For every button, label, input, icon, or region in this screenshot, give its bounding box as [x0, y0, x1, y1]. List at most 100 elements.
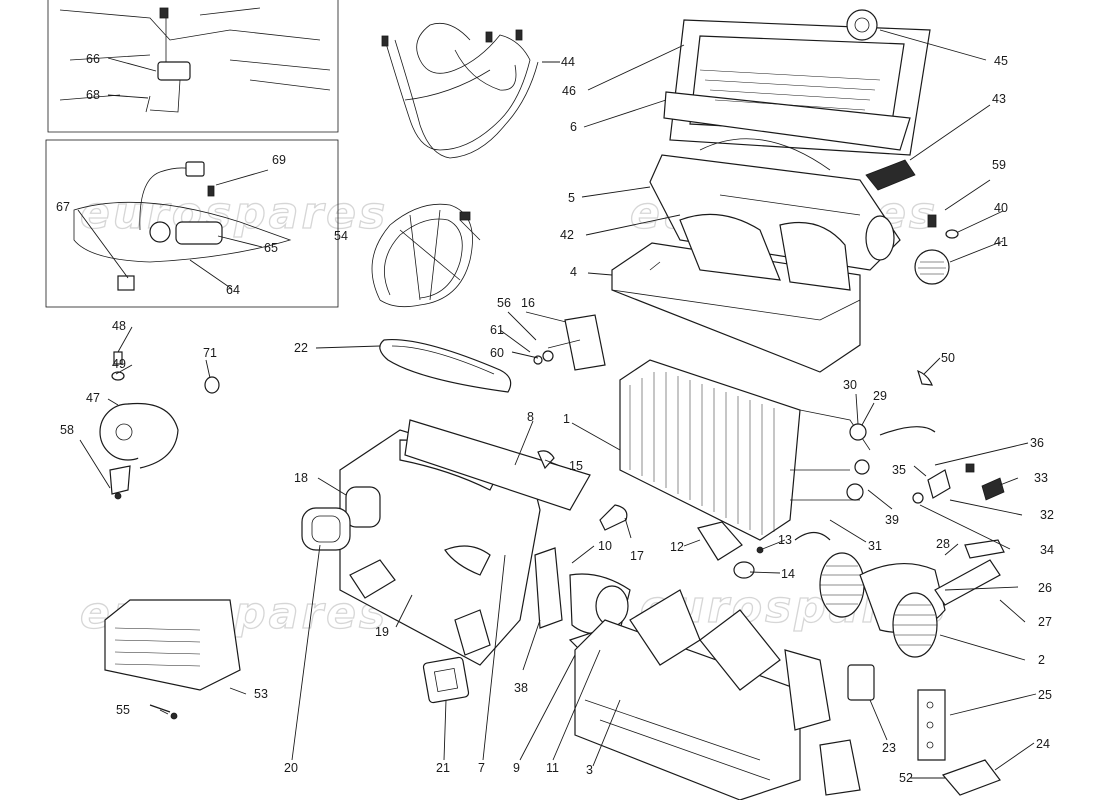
- lower-tray-3: [574, 589, 831, 800]
- part-label-34: 34: [1040, 543, 1054, 557]
- clip-33: [981, 477, 1005, 501]
- part-label-22: 22: [294, 341, 308, 355]
- part-label-27: 27: [1038, 615, 1052, 629]
- bracket-16: [533, 314, 606, 371]
- part-label-47: 47: [86, 391, 100, 405]
- part-label-8: 8: [527, 410, 534, 424]
- part-label-21: 21: [436, 761, 450, 775]
- filter-assembly: [663, 9, 931, 156]
- part-label-49: 49: [112, 357, 126, 371]
- part-label-14: 14: [781, 567, 795, 581]
- part-label-38: 38: [514, 681, 528, 695]
- part-label-30: 30: [843, 378, 857, 392]
- grille-41: [914, 249, 950, 285]
- connector-24: [941, 759, 1001, 796]
- tray-6: [663, 91, 911, 151]
- actuator-end: [149, 221, 171, 243]
- part-label-6: 6: [570, 120, 577, 134]
- part-label-64: 64: [226, 283, 240, 297]
- part-label-23: 23: [882, 741, 896, 755]
- part-label-71: 71: [203, 346, 217, 360]
- part-label-1: 1: [563, 412, 570, 426]
- motor-47: [99, 351, 220, 500]
- part-label-65: 65: [264, 241, 278, 255]
- part-label-68: 68: [86, 88, 100, 102]
- part-label-44: 44: [561, 55, 575, 69]
- seals: [301, 338, 512, 704]
- part-label-33: 33: [1034, 471, 1048, 485]
- part-label-67: 67: [56, 200, 70, 214]
- control-module-53: [104, 599, 241, 720]
- part-label-12: 12: [670, 540, 684, 554]
- relay-component: [157, 61, 191, 81]
- wire-harness-44: [381, 22, 539, 159]
- part-label-69: 69: [272, 153, 286, 167]
- part-label-2: 2: [1038, 653, 1045, 667]
- part-15: [537, 450, 555, 470]
- part-label-5: 5: [568, 191, 575, 205]
- seal-20: [301, 507, 351, 551]
- part-label-31: 31: [868, 539, 882, 553]
- part-label-16: 16: [521, 296, 535, 310]
- leader-lines: [77, 29, 1037, 779]
- part-label-4: 4: [570, 265, 577, 279]
- fittings-right-top: [914, 214, 959, 285]
- sensor-plug: [185, 161, 205, 177]
- inset-box-top: [47, 0, 339, 133]
- part-label-56: 56: [497, 296, 511, 310]
- part-label-3: 3: [586, 763, 593, 777]
- part-28: [964, 539, 1005, 559]
- bracket-component: [117, 275, 135, 291]
- part-label-48: 48: [112, 319, 126, 333]
- part-label-11: 11: [546, 761, 559, 775]
- part-label-9: 9: [513, 761, 520, 775]
- part-label-19: 19: [375, 625, 389, 639]
- part-labels: 66 68 69 67 65 64 44 54 45 46 6 43 59 40…: [56, 52, 1054, 785]
- gasket-21: [422, 656, 470, 704]
- part-label-41: 41: [994, 235, 1008, 249]
- part-label-45: 45: [994, 54, 1008, 68]
- part-label-10: 10: [598, 539, 612, 553]
- part-label-66: 66: [86, 52, 100, 66]
- part-label-35: 35: [892, 463, 906, 477]
- part-label-55: 55: [116, 703, 130, 717]
- screw-component: [207, 185, 215, 197]
- part-label-26: 26: [1038, 581, 1052, 595]
- part-label-17: 17: [630, 549, 644, 563]
- valve-17: [599, 504, 628, 531]
- part-label-39: 39: [885, 513, 899, 527]
- connector-component: [159, 7, 169, 19]
- part-label-46: 46: [562, 84, 576, 98]
- inset-box-middle: [45, 139, 339, 308]
- heater-core-1: [619, 359, 936, 541]
- part-label-50: 50: [941, 351, 955, 365]
- part-label-43: 43: [992, 92, 1006, 106]
- bracket-25: [917, 689, 946, 761]
- wire-harness-54: [371, 203, 481, 308]
- part-label-54: 54: [334, 229, 348, 243]
- part-label-29: 29: [873, 389, 887, 403]
- part-label-24: 24: [1036, 737, 1050, 751]
- main-housing-7: [339, 419, 591, 666]
- valve-fittings-right: [846, 369, 1005, 504]
- part-label-18: 18: [294, 471, 308, 485]
- actuator-component: [175, 221, 223, 245]
- part-label-59: 59: [992, 158, 1006, 172]
- lower-casing-4: [611, 213, 861, 373]
- seal-38: [534, 547, 563, 629]
- part-label-58: 58: [60, 423, 74, 437]
- motor-45: [846, 9, 878, 41]
- part-label-52: 52: [899, 771, 913, 785]
- part-label-61: 61: [490, 323, 504, 337]
- part-label-28: 28: [936, 537, 950, 551]
- part-label-60: 60: [490, 346, 504, 360]
- belt-22: [379, 338, 512, 393]
- watermark-text: eurospares: [80, 188, 388, 239]
- part-label-7: 7: [478, 761, 485, 775]
- duct-parts: [534, 450, 632, 671]
- part-label-40: 40: [994, 201, 1008, 215]
- grommet-71: [204, 376, 220, 394]
- part-label-25: 25: [1038, 688, 1052, 702]
- part-label-36: 36: [1030, 436, 1044, 450]
